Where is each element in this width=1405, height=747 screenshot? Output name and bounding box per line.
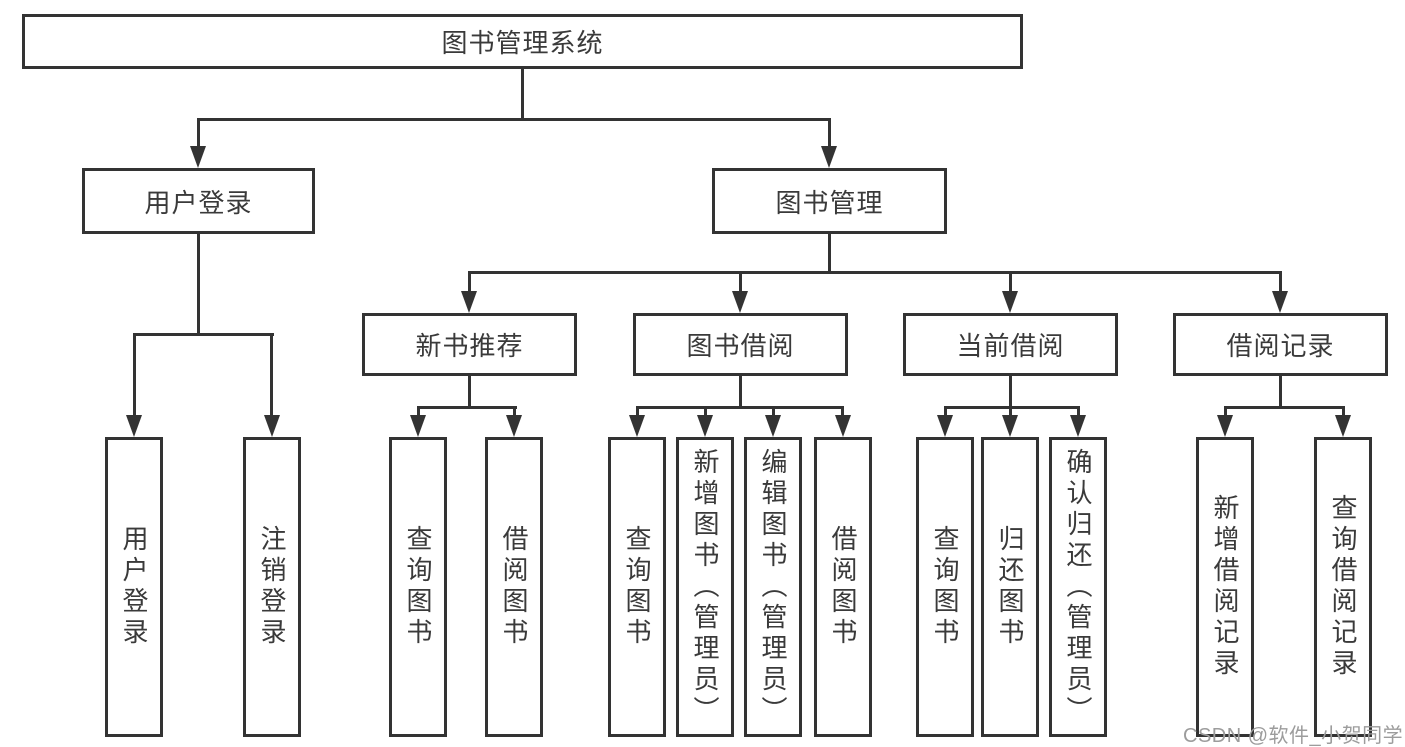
node-label: 当前借阅: [956, 331, 1065, 361]
node-label: 图书管理: [775, 187, 884, 218]
connector-segment: [828, 118, 831, 150]
connector-segment: [828, 234, 831, 274]
node-label: 借阅图书: [499, 525, 529, 649]
connector-segment: [1279, 376, 1282, 409]
node-borrow-add-books-admin: 新增图书（管理员）: [676, 437, 734, 737]
connector-arrowhead: [1002, 291, 1018, 313]
connector-arrowhead: [264, 415, 280, 437]
node-user-login-action: 用户登录: [105, 437, 163, 737]
connector-arrowhead: [1335, 415, 1351, 437]
connector-segment: [133, 333, 136, 417]
connector-segment: [739, 376, 742, 409]
connector-arrowhead: [190, 146, 206, 168]
node-label: 用户登录: [144, 187, 253, 218]
connector-arrowhead: [461, 291, 477, 313]
connector-segment: [1009, 376, 1012, 409]
connector-segment: [772, 406, 775, 418]
connector-arrowhead: [732, 291, 748, 313]
node-label: 新增图书（管理员）: [690, 447, 720, 727]
node-label: 用户登录: [119, 525, 149, 649]
connector-segment: [468, 271, 471, 293]
node-record-add-borrow-record: 新增借阅记录: [1196, 437, 1254, 737]
node-book-borrowing: 图书借阅: [633, 313, 848, 376]
node-label: 新增借阅记录: [1210, 494, 1240, 680]
node-current-borrowing: 当前借阅: [903, 313, 1118, 376]
node-current-query-books: 查询图书: [916, 437, 974, 737]
connector-segment: [197, 118, 831, 121]
node-user-login: 用户登录: [82, 168, 315, 234]
connector-segment: [1279, 271, 1282, 293]
node-newbook-borrow-books: 借阅图书: [485, 437, 543, 737]
node-borrow-edit-books-admin: 编辑图书（管理员）: [744, 437, 802, 737]
node-newbook-query-books: 查询图书: [389, 437, 447, 737]
connector-arrowhead: [821, 146, 837, 168]
node-label: 查询图书: [930, 525, 960, 649]
node-borrowing-records: 借阅记录: [1173, 313, 1388, 376]
connector-segment: [133, 333, 274, 336]
connector-segment: [944, 406, 947, 418]
node-book-management: 图书管理: [712, 168, 947, 234]
connector-segment: [417, 406, 517, 409]
node-label: 借阅图书: [828, 525, 858, 649]
node-label: 借阅记录: [1226, 331, 1335, 361]
connector-segment: [521, 69, 524, 120]
node-label: 归还图书: [995, 525, 1025, 649]
connector-segment: [704, 406, 707, 418]
connector-arrowhead: [1272, 291, 1288, 313]
node-label: 图书管理系统: [441, 28, 604, 58]
node-current-confirm-return-admin: 确认归还（管理员）: [1049, 437, 1107, 737]
connector-arrowhead: [126, 415, 142, 437]
connector-arrowhead: [937, 415, 953, 437]
connector-arrowhead: [1217, 415, 1233, 437]
connector-segment: [1224, 406, 1344, 409]
connector-arrowhead: [765, 415, 781, 437]
connector-arrowhead: [629, 415, 645, 437]
connector-segment: [197, 234, 200, 335]
connector-segment: [468, 376, 471, 409]
node-borrow-borrow-books: 借阅图书: [814, 437, 872, 737]
connector-segment: [841, 406, 844, 418]
node-label: 编辑图书（管理员）: [758, 447, 788, 727]
node-borrow-query-books: 查询图书: [608, 437, 666, 737]
connector-segment: [1009, 271, 1012, 293]
node-library-management-system: 图书管理系统: [22, 14, 1023, 69]
connector-segment: [739, 271, 742, 293]
connector-arrowhead: [1002, 415, 1018, 437]
node-label: 图书借阅: [686, 331, 795, 361]
connector-segment: [417, 406, 420, 418]
connector-segment: [1077, 406, 1080, 418]
connector-segment: [1224, 406, 1227, 418]
node-label: 查询图书: [403, 525, 433, 649]
watermark: CSDN @软件_小贺同学: [1183, 725, 1404, 747]
connector-arrowhead: [835, 415, 851, 437]
connector-arrowhead: [1070, 415, 1086, 437]
node-new-book-recommendation: 新书推荐: [362, 313, 577, 376]
node-record-query-borrow-record: 查询借阅记录: [1314, 437, 1372, 737]
connector-segment: [469, 271, 1282, 274]
connector-arrowhead: [410, 415, 426, 437]
node-label: 查询图书: [622, 525, 652, 649]
connector-segment: [636, 406, 844, 409]
node-label: 查询借阅记录: [1328, 494, 1358, 680]
connector-segment: [197, 118, 200, 150]
connector-segment: [1009, 406, 1012, 418]
connector-segment: [513, 406, 516, 418]
connector-arrowhead: [506, 415, 522, 437]
node-logout-action: 注销登录: [243, 437, 301, 737]
connector-segment: [270, 333, 273, 417]
connector-arrowhead: [697, 415, 713, 437]
node-label: 确认归还（管理员）: [1063, 447, 1093, 727]
node-current-return-books: 归还图书: [981, 437, 1039, 737]
connector-segment: [1342, 406, 1345, 418]
node-label: 新书推荐: [415, 331, 524, 361]
node-label: 注销登录: [257, 525, 287, 649]
connector-segment: [636, 406, 639, 418]
